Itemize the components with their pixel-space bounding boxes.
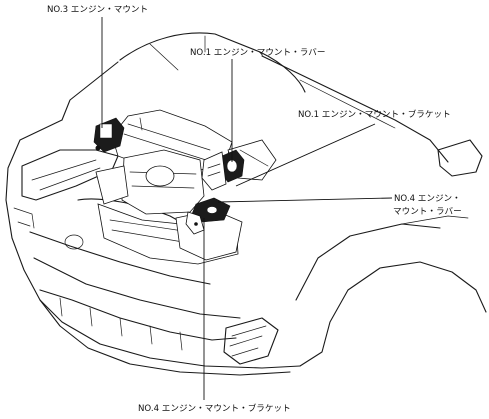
label-no4-engine-mount-rubber-line1: NO.4 エンジン・ [394, 194, 461, 204]
label-no4-engine-mount-rubber-line2: マウント・ラバー [393, 206, 462, 217]
no4-engine-mount-rubber-drawing [191, 197, 231, 223]
vehicle-body-drawing [5, 32, 487, 376]
label-no1-engine-mount-bracket: NO.1 エンジン・マウント・ブラケット [298, 108, 451, 120]
no3-engine-mount-drawing [93, 117, 125, 153]
no1-engine-mount-bracket-drawing [201, 151, 227, 191]
leader-line-no1-bracket [235, 123, 376, 187]
label-no1-engine-mount-rubber: NO.1 エンジン・マウント・ラバー [190, 47, 325, 58]
leader-lines [101, 17, 393, 400]
label-no4-engine-mount-bracket: NO.4 エンジン・マウント・ブラケット [138, 402, 291, 414]
label-no3-engine-mount: NO.3 エンジン・マウント [47, 4, 148, 15]
leader-line-no4-rubber [217, 197, 393, 203]
no4-engine-mount-bracket-drawing [185, 211, 205, 235]
